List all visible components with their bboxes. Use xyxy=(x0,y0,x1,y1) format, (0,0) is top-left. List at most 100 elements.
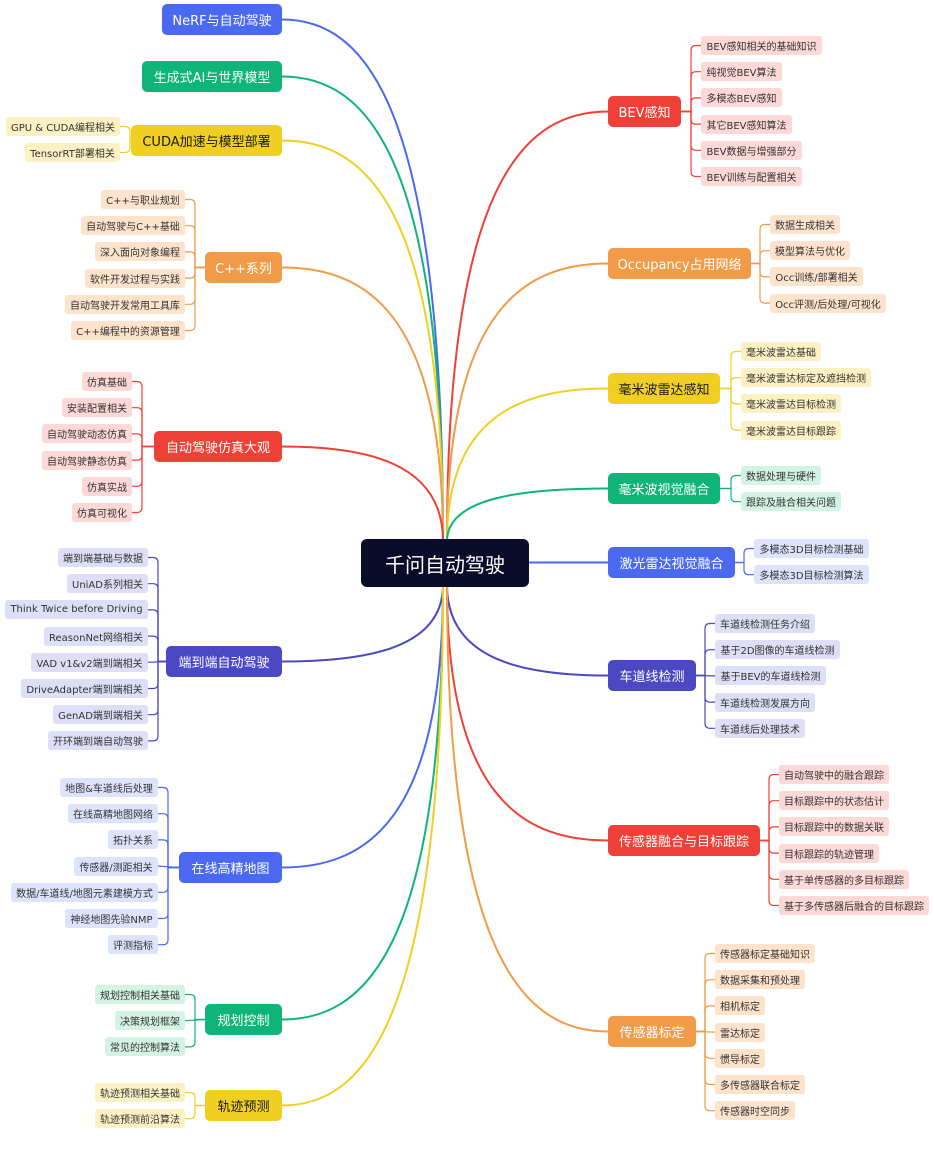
leaf-node-radar-0[interactable]: 毫米波雷达基础 xyxy=(741,342,821,361)
connector-line xyxy=(695,622,716,677)
leaf-node-calib-5[interactable]: 多传感器联合标定 xyxy=(715,1075,805,1094)
leaf-node-hdmap-3[interactable]: 传感器/测距相关 xyxy=(74,856,158,876)
leaf-node-lane-0[interactable]: 车道线检测任务介绍 xyxy=(715,614,815,633)
leaf-node-occ-1[interactable]: 模型算法与优化 xyxy=(770,241,850,261)
leaf-node-cpp-4[interactable]: 自动驾驶开发常用工具库 xyxy=(65,294,185,314)
branch-node-lidar-cam[interactable]: 激光雷达视觉融合 xyxy=(608,547,735,578)
branch-node-sim[interactable]: 自动驾驶仿真大观 xyxy=(154,431,282,462)
branch-node-hdmap[interactable]: 在线高精地图 xyxy=(179,852,282,883)
leaf-node-lane-3[interactable]: 车道线检测发展方向 xyxy=(715,692,815,712)
connector-line xyxy=(680,71,702,113)
leaf-node-fusion-2[interactable]: 目标跟踪中的数据关联 xyxy=(779,817,889,837)
connector-line xyxy=(184,1018,206,1048)
leaf-node-cuda-0[interactable]: GPU & CUDA编程相关 xyxy=(6,117,120,136)
leaf-node-radar-2[interactable]: 毫米波雷达目标检测 xyxy=(741,394,841,414)
leaf-node-hdmap-2[interactable]: 拓扑关系 xyxy=(108,830,158,850)
leaf-node-radar-cam-0[interactable]: 数据处理与硬件 xyxy=(741,466,821,485)
connector-line xyxy=(446,262,609,542)
leaf-node-sim-0[interactable]: 仿真基础 xyxy=(82,372,132,391)
leaf-node-bev-1[interactable]: 纯视觉BEV算法 xyxy=(701,62,782,82)
leaf-node-hdmap-1[interactable]: 在线高精地图网络 xyxy=(68,804,158,824)
leaf-node-plan-0[interactable]: 规划控制相关基础 xyxy=(95,985,185,1004)
leaf-node-plan-1[interactable]: 决策规划框架 xyxy=(115,1011,185,1031)
leaf-node-traj-0[interactable]: 轨迹预测相关基础 xyxy=(95,1083,185,1102)
branch-node-radar-cam[interactable]: 毫米波视觉融合 xyxy=(608,473,720,504)
leaf-node-cpp-1[interactable]: 自动驾驶与C++基础 xyxy=(81,216,185,236)
leaf-node-sim-4[interactable]: 仿真实战 xyxy=(82,476,132,496)
branch-node-cuda[interactable]: CUDA加速与模型部署 xyxy=(131,125,282,156)
leaf-node-calib-6[interactable]: 传感器时空同步 xyxy=(715,1101,795,1121)
leaf-node-radar-3[interactable]: 毫米波雷达目标跟踪 xyxy=(741,420,841,440)
leaf-node-hdmap-5[interactable]: 神经地图先验NMP xyxy=(65,909,158,928)
leaf-node-cpp-0[interactable]: C++与职业规划 xyxy=(101,190,185,209)
leaf-node-e2e-1[interactable]: UniAD系列相关 xyxy=(67,574,148,594)
connector-line xyxy=(759,773,780,842)
leaf-node-calib-2[interactable]: 相机标定 xyxy=(715,996,765,1016)
leaf-node-cuda-1[interactable]: TensorRT部署相关 xyxy=(25,143,120,162)
branch-node-gen-ai[interactable]: 生成式AI与世界模型 xyxy=(142,61,282,92)
connector-line xyxy=(147,635,167,663)
branch-node-lane[interactable]: 车道线检测 xyxy=(608,660,696,691)
leaf-node-e2e-7[interactable]: 开环端到端自动驾驶 xyxy=(48,731,148,751)
leaf-node-bev-2[interactable]: 多模态BEV感知 xyxy=(701,88,782,108)
connector-line xyxy=(184,993,206,1021)
leaf-node-lidar-cam-1[interactable]: 多模态3D目标检测算法 xyxy=(754,565,869,585)
leaf-node-lane-2[interactable]: 基于BEV的车道线检测 xyxy=(715,666,826,686)
branch-node-bev[interactable]: BEV感知 xyxy=(608,96,681,127)
root-node[interactable]: 千问自动驾驶 xyxy=(361,539,529,587)
leaf-node-cpp-3[interactable]: 软件开发过程与实践 xyxy=(85,268,185,288)
leaf-node-e2e-4[interactable]: VAD v1&v2端到端相关 xyxy=(31,652,148,672)
leaf-node-lidar-cam-0[interactable]: 多模态3D目标检测基础 xyxy=(754,539,869,558)
leaf-node-fusion-3[interactable]: 目标跟踪的轨迹管理 xyxy=(779,843,879,863)
branch-node-plan[interactable]: 规划控制 xyxy=(205,1004,282,1035)
leaf-node-fusion-0[interactable]: 自动驾驶中的融合跟踪 xyxy=(779,765,889,784)
leaf-node-radar-1[interactable]: 毫米波雷达标定及遮挡检测 xyxy=(741,368,871,388)
leaf-node-sim-2[interactable]: 自动驾驶动态仿真 xyxy=(42,424,132,444)
leaf-node-cpp-2[interactable]: 深入面向对象编程 xyxy=(95,242,185,262)
leaf-node-calib-4[interactable]: 惯导标定 xyxy=(715,1048,765,1068)
branch-node-occ[interactable]: Occupancy占用网络 xyxy=(608,248,751,279)
branch-node-radar[interactable]: 毫米波雷达感知 xyxy=(608,373,720,404)
branch-node-nerf[interactable]: NeRF与自动驾驶 xyxy=(162,4,282,35)
leaf-node-e2e-5[interactable]: DriveAdapter端到端相关 xyxy=(21,679,148,698)
leaf-node-calib-1[interactable]: 数据采集和预处理 xyxy=(715,970,805,990)
leaf-node-plan-2[interactable]: 常见的控制算法 xyxy=(105,1037,185,1057)
branch-node-fusion[interactable]: 传感器融合与目标跟踪 xyxy=(608,825,760,856)
connector-line xyxy=(719,377,742,390)
leaf-node-cpp-5[interactable]: C++编程中的资源管理 xyxy=(71,321,185,340)
leaf-node-occ-2[interactable]: Occ训练/部署相关 xyxy=(770,267,863,287)
leaf-node-e2e-3[interactable]: ReasonNet网络相关 xyxy=(44,626,148,646)
branch-node-cpp[interactable]: C++系列 xyxy=(205,252,282,283)
leaf-node-hdmap-6[interactable]: 评测指标 xyxy=(108,935,158,955)
leaf-node-fusion-5[interactable]: 基于多传感器后融合的目标跟踪 xyxy=(779,896,929,915)
leaf-node-bev-3[interactable]: 其它BEV感知算法 xyxy=(701,114,792,134)
leaf-node-sim-5[interactable]: 仿真可视化 xyxy=(72,503,132,522)
leaf-node-calib-3[interactable]: 雷达标定 xyxy=(715,1022,765,1042)
leaf-node-sim-3[interactable]: 自动驾驶静态仿真 xyxy=(42,450,132,470)
connector-line xyxy=(446,110,609,542)
leaf-node-hdmap-4[interactable]: 数据/车道线/地图元素建模方式 xyxy=(11,882,158,902)
leaf-node-fusion-1[interactable]: 目标跟踪中的状态估计 xyxy=(779,791,889,811)
leaf-node-occ-0[interactable]: 数据生成相关 xyxy=(770,215,840,234)
connector-line xyxy=(131,445,155,487)
leaf-node-lane-1[interactable]: 基于2D图像的车道线检测 xyxy=(715,640,840,660)
leaf-node-fusion-4[interactable]: 基于单传感器的多目标跟踪 xyxy=(779,869,909,889)
leaf-node-hdmap-0[interactable]: 地图&车道线后处理 xyxy=(60,778,158,797)
leaf-node-sim-1[interactable]: 安装配置相关 xyxy=(62,398,132,418)
leaf-node-traj-1[interactable]: 轨迹预测前沿算法 xyxy=(95,1109,185,1129)
leaf-node-radar-cam-1[interactable]: 跟踪及融合相关问题 xyxy=(741,492,841,512)
leaf-node-bev-5[interactable]: BEV训练与配置相关 xyxy=(701,167,802,186)
connector-line xyxy=(750,262,771,304)
branch-node-calib[interactable]: 传感器标定 xyxy=(608,1016,696,1047)
leaf-node-calib-0[interactable]: 传感器标定基础知识 xyxy=(715,944,815,963)
leaf-node-bev-4[interactable]: BEV数据与增强部分 xyxy=(701,140,802,160)
leaf-node-e2e-0[interactable]: 端到端基础与数据 xyxy=(58,548,148,567)
branch-node-e2e[interactable]: 端到端自动驾驶 xyxy=(166,646,282,677)
leaf-node-e2e-2[interactable]: Think Twice before Driving xyxy=(5,600,148,620)
branch-node-traj[interactable]: 轨迹预测 xyxy=(205,1090,282,1121)
leaf-node-e2e-6[interactable]: GenAD端到端相关 xyxy=(53,705,148,725)
connector-line xyxy=(446,487,609,542)
leaf-node-bev-0[interactable]: BEV感知相关的基础知识 xyxy=(701,36,822,55)
leaf-node-lane-4[interactable]: 车道线后处理技术 xyxy=(715,718,805,738)
leaf-node-occ-3[interactable]: Occ评测/后处理/可视化 xyxy=(770,293,886,313)
